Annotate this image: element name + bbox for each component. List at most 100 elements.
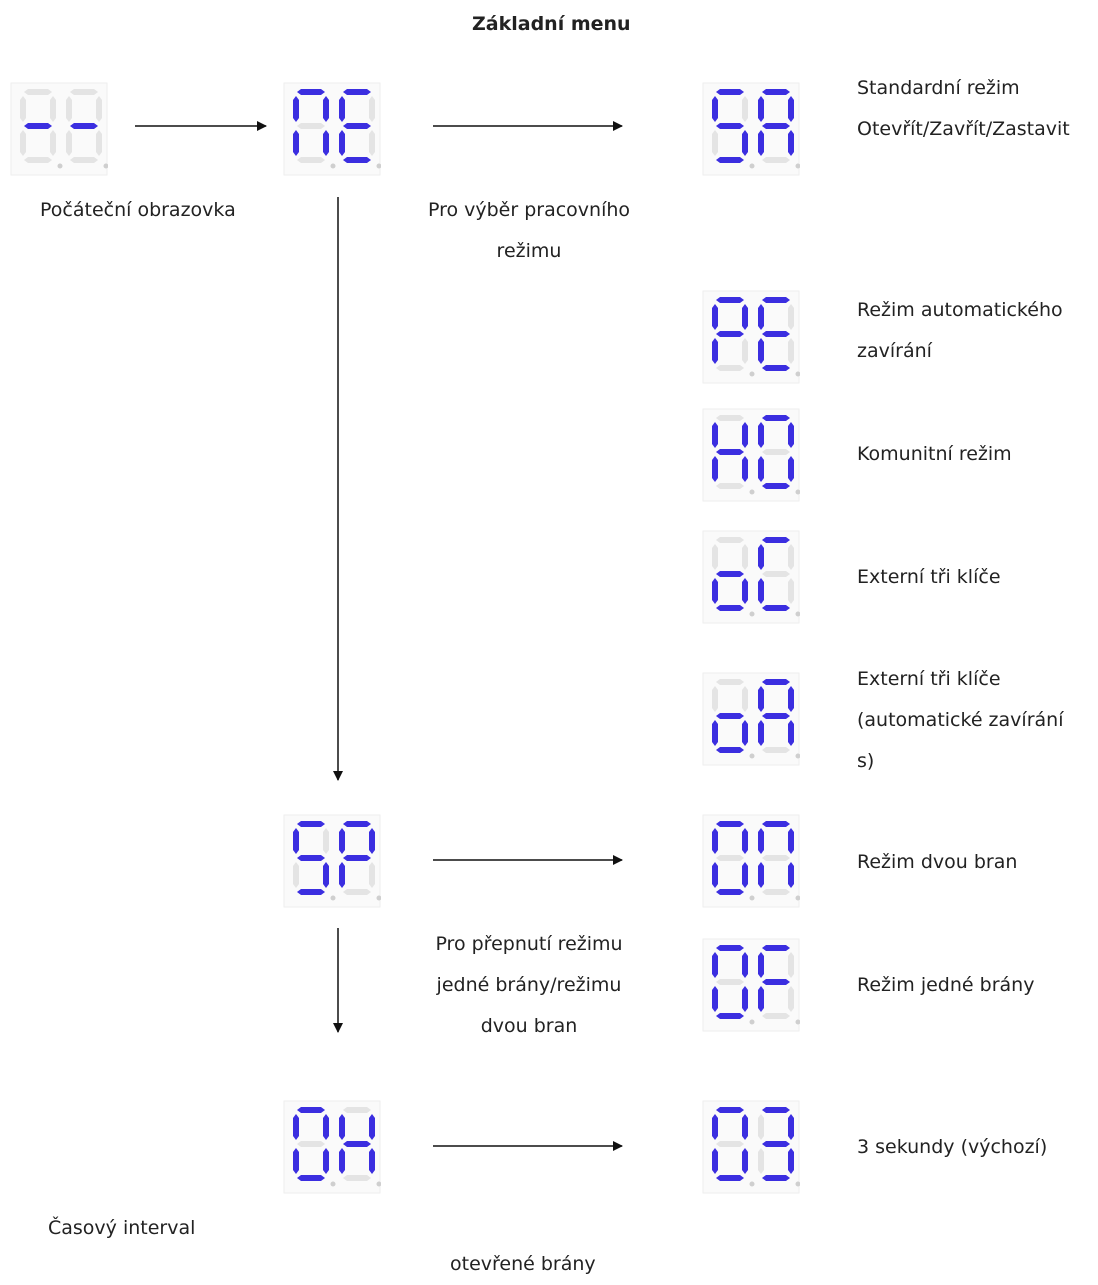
decimal-point <box>376 895 381 901</box>
segment-a <box>762 1107 790 1113</box>
segment-a <box>762 679 790 685</box>
seg-display-start <box>10 82 108 176</box>
segment-a <box>297 821 325 827</box>
segment-f <box>758 1114 764 1140</box>
segment-c <box>323 1148 329 1174</box>
decimal-point <box>795 1181 800 1187</box>
segment-e <box>758 862 764 888</box>
segment-f <box>339 96 345 122</box>
segment-a <box>716 297 744 303</box>
segment-e <box>712 1148 718 1174</box>
decimal-point <box>795 895 800 901</box>
segment-a <box>343 89 371 95</box>
decimal-point <box>795 371 800 377</box>
decimal-point <box>749 163 755 169</box>
segment-f <box>758 422 764 448</box>
segment-g <box>762 331 790 337</box>
segment-d <box>716 605 744 611</box>
decimal-point <box>795 163 800 169</box>
segment-c <box>742 578 748 604</box>
segment-b <box>742 96 748 122</box>
segment-e <box>758 720 764 746</box>
segment-d <box>716 1013 744 1019</box>
segment-b <box>788 952 794 978</box>
option-pe-desc: Režim automatického zavírání <box>857 290 1063 372</box>
segment-b <box>742 828 748 854</box>
segment-c <box>788 578 794 604</box>
segment-f <box>339 828 345 854</box>
segment-c <box>96 130 102 156</box>
decimal-point <box>103 163 108 169</box>
option-oc-desc: Externí tři klíče <box>857 557 1001 598</box>
segment-c <box>742 986 748 1012</box>
decimal-point <box>795 489 800 495</box>
segment-a <box>716 89 744 95</box>
segment-e <box>339 862 345 888</box>
decimal-point <box>795 753 800 759</box>
label-gate-mode: Pro přepnutí režimu jedné brány/režimu d… <box>400 924 658 1047</box>
segment-g <box>716 331 744 337</box>
segment-g <box>343 855 371 861</box>
segment-g <box>716 571 744 577</box>
menu-title: Základní menu <box>472 13 631 35</box>
segment-e <box>293 862 299 888</box>
segment-d <box>762 747 790 753</box>
segment-d <box>297 889 325 895</box>
segment-f <box>712 304 718 330</box>
segment-a <box>716 537 744 543</box>
segment-c <box>323 862 329 888</box>
segment-e <box>758 578 764 604</box>
seg-display-oa <box>702 672 800 766</box>
segment-b <box>742 544 748 570</box>
seg-display-o3 <box>702 1100 800 1194</box>
option-on-desc: Režim dvou bran <box>857 842 1017 883</box>
option-oa-desc: Externí tři klíče (automatické zavírání … <box>857 659 1063 782</box>
option-line: Externí tři klíče <box>857 566 1001 588</box>
segment-c <box>742 456 748 482</box>
decimal-point <box>749 611 755 617</box>
segment-g <box>762 449 790 455</box>
segment-f <box>758 96 764 122</box>
segment-c <box>788 1148 794 1174</box>
segment-d <box>343 1175 371 1181</box>
segment-a <box>716 1107 744 1113</box>
label-gate-mode-line: jedné brány/režimu <box>436 974 622 996</box>
segment-f <box>712 422 718 448</box>
segment-b <box>742 1114 748 1140</box>
label-start-screen: Počáteční obrazovka <box>40 199 236 221</box>
segment-e <box>66 130 72 156</box>
segment-c <box>742 1148 748 1174</box>
label-work-mode-line: Pro výběr pracovního <box>427 199 631 221</box>
segment-b <box>742 686 748 712</box>
segment-d <box>716 1175 744 1181</box>
segment-f <box>758 304 764 330</box>
segment-f <box>66 96 72 122</box>
segment-g <box>762 713 790 719</box>
segment-d <box>762 889 790 895</box>
segment-c <box>788 338 794 364</box>
segment-b <box>50 96 56 122</box>
option-line: (automatické zavírání <box>857 709 1064 731</box>
segment-g <box>716 123 744 129</box>
segment-a <box>762 89 790 95</box>
segment-d <box>762 483 790 489</box>
segment-a <box>70 89 98 95</box>
segment-b <box>369 96 375 122</box>
segment-g <box>343 123 371 129</box>
segment-c <box>369 130 375 156</box>
segment-e <box>339 1148 345 1174</box>
segment-f <box>293 96 299 122</box>
segment-e <box>758 1148 764 1174</box>
segment-g <box>24 123 52 129</box>
segment-a <box>762 537 790 543</box>
label-interval: Časový interval <box>48 1217 196 1239</box>
segment-a <box>716 821 744 827</box>
segment-e <box>293 130 299 156</box>
segment-b <box>742 304 748 330</box>
segment-d <box>762 605 790 611</box>
option-line: Externí tři klíče <box>857 668 1001 690</box>
segment-c <box>788 130 794 156</box>
segment-a <box>762 415 790 421</box>
segment-d <box>716 889 744 895</box>
